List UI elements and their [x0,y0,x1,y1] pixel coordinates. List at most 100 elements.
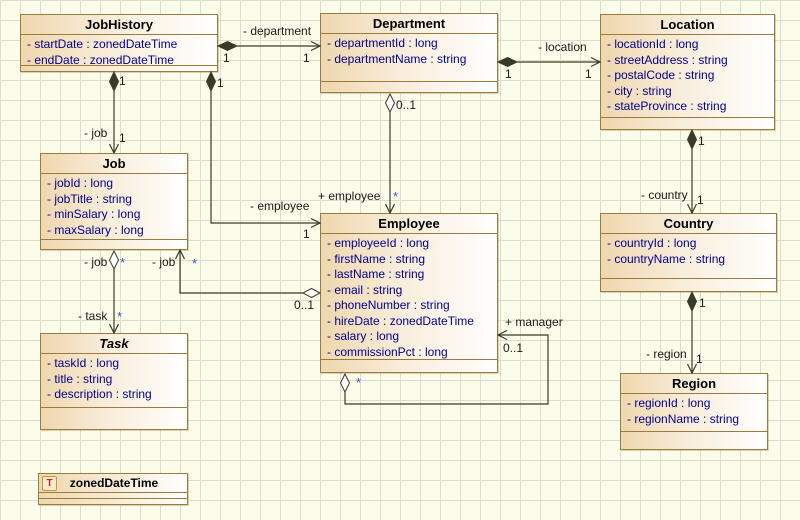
attribute-row: - taskId : long [47,356,120,370]
empty-compartment [321,82,497,92]
attributes-compartment: - taskId : long - title : string - descr… [41,354,187,408]
class-title: Task [41,334,187,354]
attribute-row: - startDate : zonedDateTime [27,37,178,51]
empty-compartment [621,432,767,449]
datatype-title-bar: T zonedDateTime [39,474,187,493]
attribute-row: - countryId : long [607,236,697,250]
attribute-row: - postalCode : string [607,68,715,82]
composition-diamond [496,56,519,68]
class-department[interactable]: Department - departmentId : long - depar… [320,13,498,93]
attribute-row: - regionId : long [627,396,711,410]
relation-role-label: - country [641,188,688,202]
class-title: Job [41,154,187,174]
attributes-compartment: - startDate : zonedDateTime - endDate : … [21,35,217,66]
attribute-row: - maxSalary : long [47,222,144,237]
multiplicity-label: 1 [303,51,310,65]
attribute-row: - description : string [47,387,152,401]
class-country[interactable]: Country - countryId : long - countryName… [600,213,777,292]
relation-role-label: - region [646,347,687,361]
attributes-compartment: - departmentId : long - departmentName :… [321,34,497,82]
aggregation-diamond [384,92,396,114]
attribute-row: - stateProvince : string [607,99,727,113]
composition-diamond [686,290,698,313]
attribute-row: - phoneNumber : string [327,298,450,312]
relation-role-label: - location [538,40,587,54]
attribute-row: - minSalary : long [47,207,141,221]
attribute-row: - hireDate : zonedDateTime [327,313,474,328]
composition-diamond [686,128,698,151]
class-region[interactable]: Region - regionId : long - regionName : … [620,373,768,450]
class-employee[interactable]: Employee - employeeId : long - firstName… [320,213,498,373]
multiplicity-label: 0..1 [503,341,524,355]
empty-compartment [39,499,187,504]
attributes-compartment: - employeeId : long - firstName : string… [321,234,497,360]
attributes-compartment: - locationId : long - streetAddress : st… [601,35,774,118]
empty-compartment [21,66,217,71]
composition-diamond [216,40,239,52]
multiplicity-label: 0..1 [294,298,315,312]
datatype-zoneddatetime[interactable]: T zonedDateTime [38,473,188,505]
composition-diamond [108,70,120,93]
empty-compartment [41,408,187,429]
attribute-row: - jobId : long [47,176,114,190]
multiplicity-label: 0..1 [396,98,417,112]
multiplicity-label: * [393,189,399,204]
empty-compartment [601,118,774,129]
multiplicity-label: 1 [223,51,230,65]
multiplicity-label: 1 [217,76,224,90]
attributes-compartment: - jobId : long - jobTitle : string - min… [41,174,187,240]
relation-role-label: - employee [250,199,310,213]
class-title: Location [601,15,774,35]
class-task[interactable]: Task - taskId : long - title : string - … [40,333,188,430]
multiplicity-label: 1 [696,352,703,366]
relation-role-label: - task [78,309,108,323]
relation-role-label: - department [243,24,312,38]
relation-role-label: - job [84,126,108,140]
attributes-compartment: - countryId : long - countryName : strin… [601,234,776,279]
attribute-row: - email : string [327,282,403,297]
class-location[interactable]: Location - locationId : long - streetAdd… [600,14,775,130]
class-title: Department [321,14,497,34]
relation-role-label: - job [152,255,176,269]
relation-role-label: + manager [505,315,563,329]
attribute-row: - countryName : string [607,251,726,266]
multiplicity-label: 1 [699,296,706,310]
multiplicity-label: 1 [585,67,592,81]
attribute-row: - departmentId : long [327,36,438,50]
composition-diamond [205,70,217,93]
multiplicity-label: * [356,375,362,390]
attribute-row: - jobTitle : string [47,191,132,206]
attribute-row: - departmentName : string [327,51,467,66]
multiplicity-label: 1 [303,227,310,241]
empty-compartment [601,279,776,291]
attribute-row: - city : string [607,83,672,98]
attribute-row: - salary : long [327,329,400,343]
multiplicity-label: * [120,255,126,270]
class-title: Region [621,374,767,394]
multiplicity-label: 1 [698,134,705,148]
class-job[interactable]: Job - jobId : long - jobTitle : string -… [40,153,188,250]
empty-compartment [39,493,187,499]
class-jobhistory[interactable]: JobHistory - startDate : zonedDateTime -… [20,14,218,72]
class-title: Country [601,214,776,234]
aggregation-diamond [301,287,322,299]
multiplicity-label: 1 [119,74,126,88]
attribute-row: - regionName : string [627,411,740,426]
multiplicity-label: 1 [505,67,512,81]
attribute-row: - firstName : string [327,251,426,266]
multiplicity-label: * [117,309,123,324]
empty-compartment [321,360,497,372]
attribute-row: - locationId : long [607,37,699,51]
attribute-row: - employeeId : long [327,236,430,250]
datatype-name: zonedDateTime [69,476,159,490]
relation-role-label: - job [84,255,108,269]
attribute-row: - title : string [47,371,113,386]
attribute-row: - commissionPct : long [327,344,448,359]
empty-compartment [41,240,187,249]
aggregation-diamond [339,372,351,394]
type-icon: T [42,475,57,491]
class-title: JobHistory [21,15,217,35]
attribute-row: - streetAddress : string [607,52,728,67]
attribute-row: - lastName : string [327,267,425,281]
